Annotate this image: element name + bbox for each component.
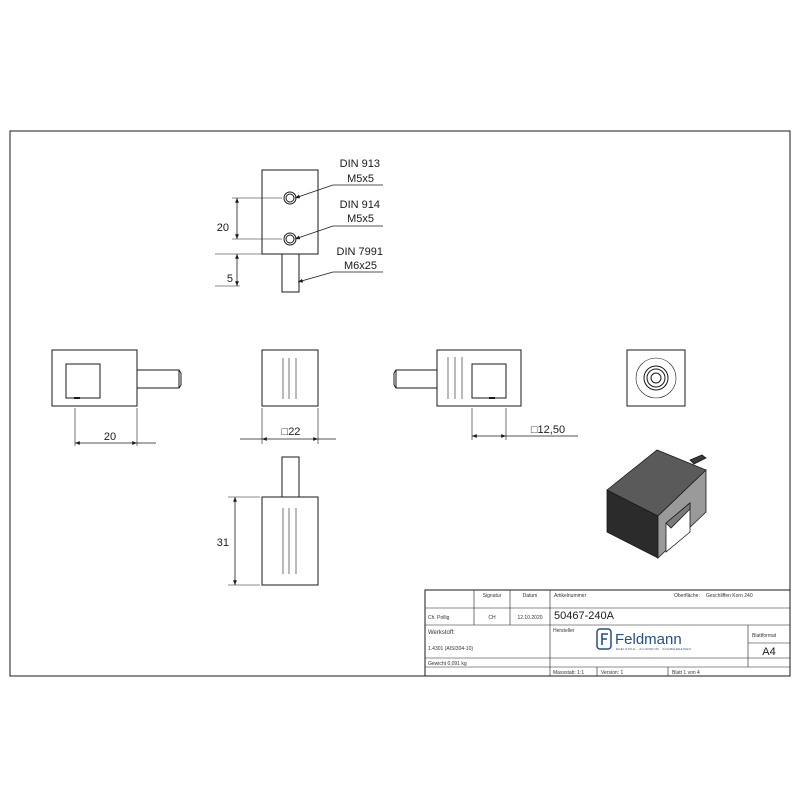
- dim-bottom-view-height: 31: [217, 537, 229, 549]
- tb-article-number-value: 50467-240A: [554, 610, 615, 622]
- tb-author-name: Ch. Pollig: [428, 615, 450, 621]
- callout-din7991-standard: DIN 7991: [337, 246, 383, 258]
- callout-din913-size: M5x5: [347, 173, 374, 185]
- callout-din7991-size: M6x25: [344, 260, 377, 272]
- tb-sheet: Blatt 1 von 4: [672, 670, 700, 676]
- dim-hole-spacing: 20: [217, 222, 229, 234]
- tb-sheet-format-value: A4: [762, 646, 775, 658]
- top-view: [215, 169, 383, 293]
- title-block: [424, 589, 791, 677]
- tb-manufacturer-label: Hersteller: [553, 628, 575, 634]
- right-view: [393, 349, 578, 440]
- tb-surface-value: Geschliffen Korn 240: [706, 593, 753, 599]
- tb-material-value: 1.4301 (AISI304-10): [428, 646, 473, 652]
- tb-scale: Massstab: 1:1: [553, 670, 584, 676]
- tb-author-signature: CH: [488, 615, 496, 621]
- tb-material-label: Werkstoff:: [428, 630, 455, 636]
- dim-left-view-width: 20: [104, 431, 116, 443]
- tb-version: Version: 1: [601, 670, 623, 676]
- logo-name: Feldmann: [615, 631, 682, 648]
- drawing-frame: [9, 130, 791, 677]
- tb-header-article-number: Artikelnummer: [554, 593, 587, 599]
- logo-tagline: EDELSTAHL · ALUMINIUM · SCHMIEDEEISEN: [616, 647, 691, 651]
- callout-din913-standard: DIN 913: [340, 158, 380, 170]
- tb-author-date: 12.10.2020: [517, 615, 542, 621]
- bottom-view: [228, 456, 319, 586]
- dim-front-view-square: □22: [282, 426, 301, 438]
- tb-header-signature: Signatur: [483, 593, 502, 599]
- dim-right-view-square: □12,50: [531, 424, 565, 436]
- tb-sheet-format-label: Blattformat: [752, 633, 777, 639]
- isometric-view: [606, 449, 707, 559]
- left-view: [51, 349, 182, 446]
- tb-weight: Gewicht 0,091 kg: [428, 661, 467, 667]
- front-view: [240, 349, 336, 444]
- callout-din914-standard: DIN 914: [340, 199, 380, 211]
- end-view: [626, 349, 686, 407]
- tb-header-surface: Oberfläche:: [674, 593, 700, 599]
- feldmann-logo-icon: [596, 628, 612, 650]
- dim-offset-bottom: 5: [227, 273, 233, 285]
- tb-header-date: Datum: [523, 593, 538, 599]
- callout-din914-size: M5x5: [347, 213, 374, 225]
